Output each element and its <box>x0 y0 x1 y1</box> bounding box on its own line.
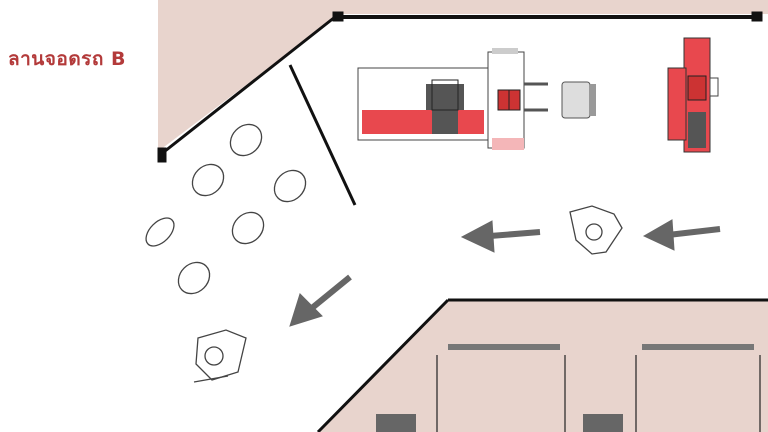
seat-ellipses <box>145 123 307 295</box>
parked-car-icon <box>583 414 623 432</box>
direction-arrow-icon <box>289 274 352 327</box>
direction-arrow-icon <box>460 220 541 253</box>
red-cabinet-icon <box>667 37 719 153</box>
wall-lines <box>157 11 768 432</box>
person-icon <box>193 329 247 383</box>
direction-arrow-icon <box>642 219 721 251</box>
parking-stalls <box>376 344 761 432</box>
car-seat-icon <box>561 81 596 119</box>
floor-plan-title: ลานจอดรถ B <box>8 48 126 70</box>
person-icon <box>569 205 623 255</box>
lower-wall-area <box>318 300 768 432</box>
parked-car-icon <box>376 414 416 432</box>
upper-wall-area <box>158 0 768 150</box>
ambulance-stretcher-icon <box>357 48 548 150</box>
